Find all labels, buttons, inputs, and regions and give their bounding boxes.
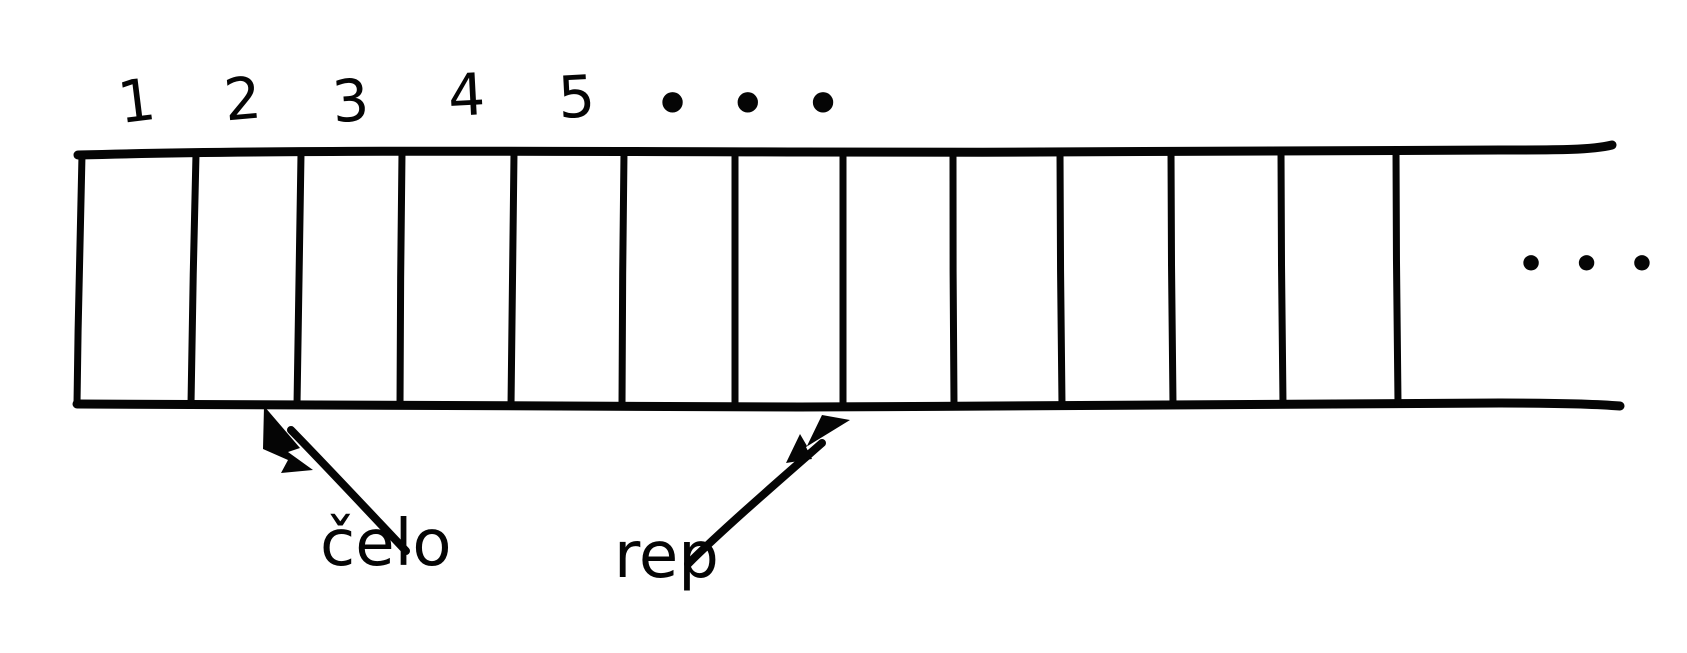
head-arrow-shaft xyxy=(287,426,410,555)
cell-divider xyxy=(1392,146,1402,407)
head-label: čelo xyxy=(320,507,452,581)
header-ellipsis-icon: • • • xyxy=(654,70,851,138)
index-label-3: 3 xyxy=(329,65,372,137)
cell-divider xyxy=(1277,147,1287,408)
index-label-5: 5 xyxy=(556,62,597,132)
cell-divider xyxy=(187,150,200,408)
tail-label: rep xyxy=(614,519,719,593)
head-arrow-tip xyxy=(263,406,313,473)
cell-divider xyxy=(618,148,628,410)
array-left-border xyxy=(73,151,86,408)
cell-divider xyxy=(507,149,518,410)
array-bottom-rail xyxy=(72,398,1625,412)
tail-arrow-tip xyxy=(786,415,850,463)
cell-divider xyxy=(1167,147,1177,408)
cell-divider xyxy=(949,148,958,409)
cell-divider xyxy=(396,149,406,410)
index-label-4: 4 xyxy=(446,60,487,130)
array-top-rail xyxy=(73,140,1617,160)
trailing-ellipsis-icon: • • • xyxy=(1517,239,1663,290)
cell-divider xyxy=(293,150,305,409)
cell-divider xyxy=(1056,148,1066,409)
index-label-1: 1 xyxy=(113,65,159,137)
index-label-2: 2 xyxy=(221,63,264,135)
